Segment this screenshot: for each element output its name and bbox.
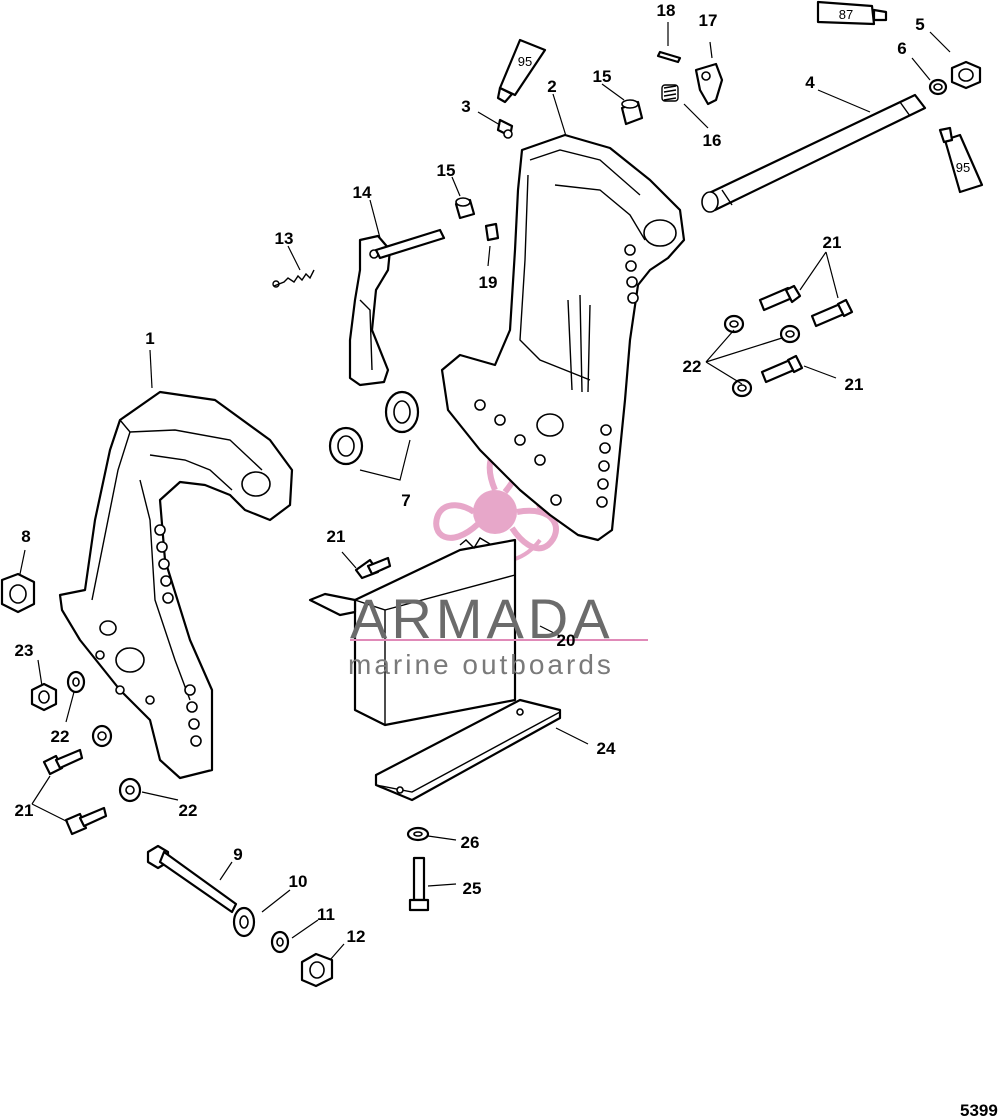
callout-17: 17 <box>699 11 718 30</box>
watermark-tagline: marine outboards <box>348 649 614 680</box>
part-8-nut <box>0 572 36 614</box>
part-15-bushing-b <box>454 197 476 220</box>
part-13-spring <box>272 269 315 288</box>
callout-22c: 22 <box>179 801 198 820</box>
part-7-washer-a <box>328 426 364 466</box>
part-21-bolt-a <box>758 284 802 312</box>
part-22-washer-e <box>91 724 113 748</box>
part-21-bolt-e <box>42 748 84 776</box>
callout-13: 13 <box>275 229 294 248</box>
part-24-plate <box>374 698 562 802</box>
callout-21c: 21 <box>327 527 346 546</box>
part-14-lever <box>348 228 446 387</box>
part-26-washer <box>406 826 430 842</box>
part-22-washer-d <box>66 670 86 694</box>
figure-number: 5399 <box>960 1101 998 1120</box>
callout-15a: 15 <box>593 67 612 86</box>
callout-2: 2 <box>547 77 556 96</box>
part-17-cam <box>694 62 724 106</box>
part-21-bolt-f <box>64 806 108 836</box>
part-19-pin <box>484 222 500 242</box>
callout-21b: 21 <box>845 375 864 394</box>
part-2-clamp-bracket <box>440 133 686 542</box>
callout-8: 8 <box>21 527 30 546</box>
callout-11: 11 <box>317 905 335 924</box>
callout-21a: 21 <box>823 233 842 252</box>
part-25-bolt <box>408 856 430 912</box>
part-21-bolt-b <box>810 298 854 328</box>
callout-5: 5 <box>915 15 924 34</box>
callout-7: 7 <box>401 491 410 510</box>
callout-4: 4 <box>805 73 815 92</box>
svg-text:87: 87 <box>839 7 853 22</box>
callout-1: 1 <box>145 329 154 348</box>
part-16-spring <box>661 84 679 102</box>
part-7-washer-b <box>384 390 420 434</box>
part-6-washer <box>928 78 948 96</box>
svg-text:95: 95 <box>956 160 970 175</box>
callout-19: 19 <box>479 273 498 292</box>
callout-24: 24 <box>597 739 616 758</box>
part-11-washer <box>270 930 290 954</box>
callout-16: 16 <box>703 131 722 150</box>
part-4-tilt-tube <box>701 93 927 213</box>
callout-21d: 21 <box>15 801 34 820</box>
part-21-bolt-d <box>354 556 392 580</box>
callout-12: 12 <box>347 927 366 946</box>
callout-20: 20 <box>557 631 576 650</box>
lubricant-tube-95-top: 95 <box>496 38 547 104</box>
lubricant-tube-87: 87 <box>816 0 888 26</box>
part-22-washer-c <box>731 378 753 398</box>
callout-10: 10 <box>289 872 308 891</box>
part-10-washer <box>232 906 256 938</box>
callout-14: 14 <box>353 183 372 202</box>
callout-22a: 22 <box>683 357 702 376</box>
lubricant-tube-95-right: 95 <box>938 126 984 194</box>
callout-22b: 22 <box>51 727 70 746</box>
part-5-nut <box>950 60 982 90</box>
part-1-clamp-bracket <box>58 390 294 780</box>
part-18-pin <box>656 50 682 64</box>
part-9-bolt <box>146 844 238 914</box>
callout-9: 9 <box>233 845 242 864</box>
part-22-washer-a <box>723 314 745 334</box>
callout-labels: 1 2 3 4 5 6 7 8 9 10 11 12 13 14 15 15 1… <box>15 1 925 946</box>
part-15-bushing-a <box>620 99 644 126</box>
part-3-grease-fitting <box>496 118 514 139</box>
callout-23: 23 <box>15 641 34 660</box>
callout-26: 26 <box>461 833 480 852</box>
leader-lines <box>19 22 951 961</box>
part-20-pad <box>308 537 517 727</box>
callout-15b: 15 <box>437 161 456 180</box>
part-21-bolt-c <box>760 354 804 384</box>
callout-25: 25 <box>463 879 482 898</box>
callout-3: 3 <box>461 97 470 116</box>
callout-6: 6 <box>897 39 906 58</box>
part-23-nut <box>30 682 58 712</box>
part-22-washer-f <box>118 777 142 803</box>
svg-text:95: 95 <box>518 54 532 69</box>
part-22-washer-b <box>779 324 801 344</box>
part-12-nut <box>300 952 334 988</box>
callout-18: 18 <box>657 1 676 20</box>
